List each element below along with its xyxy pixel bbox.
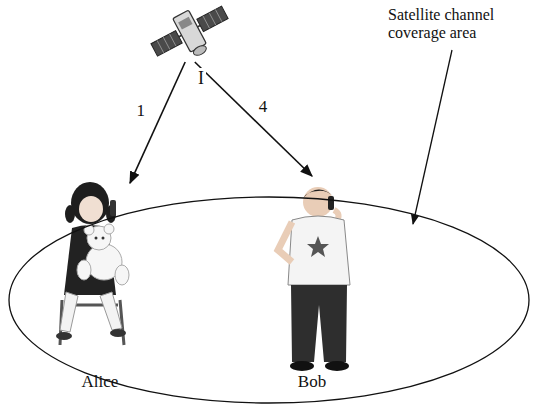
person-name: Alice (40, 372, 160, 392)
signal-arrow (130, 62, 185, 183)
signal-arrow (195, 62, 312, 176)
channel-number: 1 (134, 101, 147, 120)
area-label: Satellite channel coverage area (386, 6, 540, 43)
coverage-area: Satellite channel coverage areaAliceBob (8, 196, 530, 404)
satellite-label: I (196, 68, 206, 89)
alice-figure (56, 182, 129, 345)
leader-arrow (413, 50, 452, 224)
person-node: Bob (262, 176, 362, 394)
person-node: Alice (40, 172, 160, 394)
satellite-figure (145, 0, 237, 73)
satellite-node: I (160, 4, 220, 62)
bob-figure (278, 187, 350, 371)
channel-number: 4 (257, 97, 270, 116)
person-name: Bob (262, 372, 362, 392)
